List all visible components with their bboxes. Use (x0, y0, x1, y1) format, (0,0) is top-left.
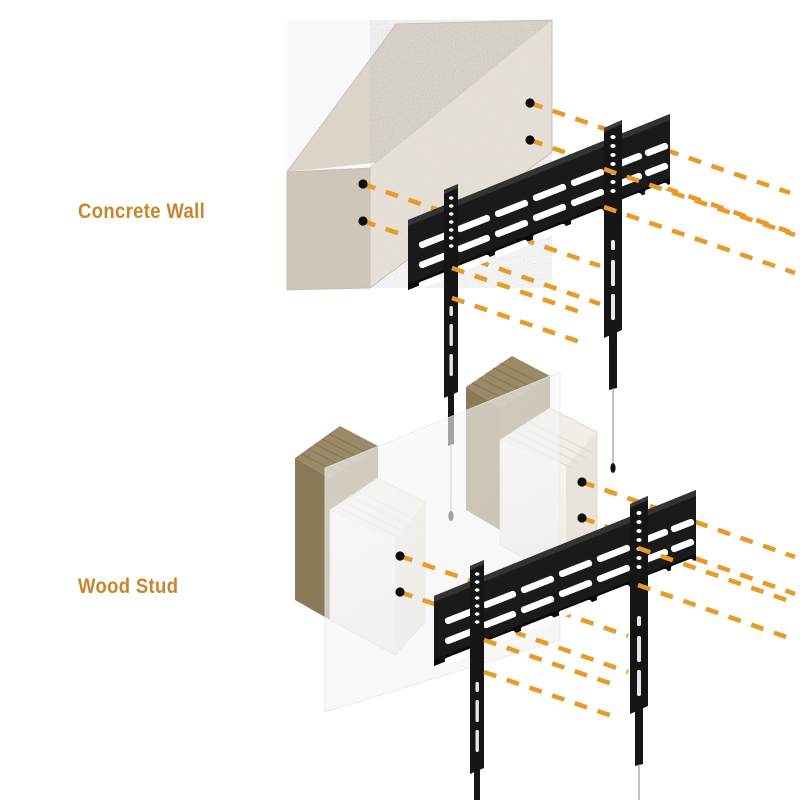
alignment-lines-concrete-front (451, 166, 796, 345)
section-label-concrete-wall: Concrete Wall (78, 200, 206, 223)
drill-points-concrete (358, 98, 535, 226)
drill-points-wood (395, 477, 587, 597)
section-label-wood-stud: Wood Stud (78, 575, 179, 598)
alignment-lines-wood-front (483, 545, 796, 719)
section-wood-stud (295, 356, 796, 800)
section-concrete-wall (286, 19, 796, 522)
